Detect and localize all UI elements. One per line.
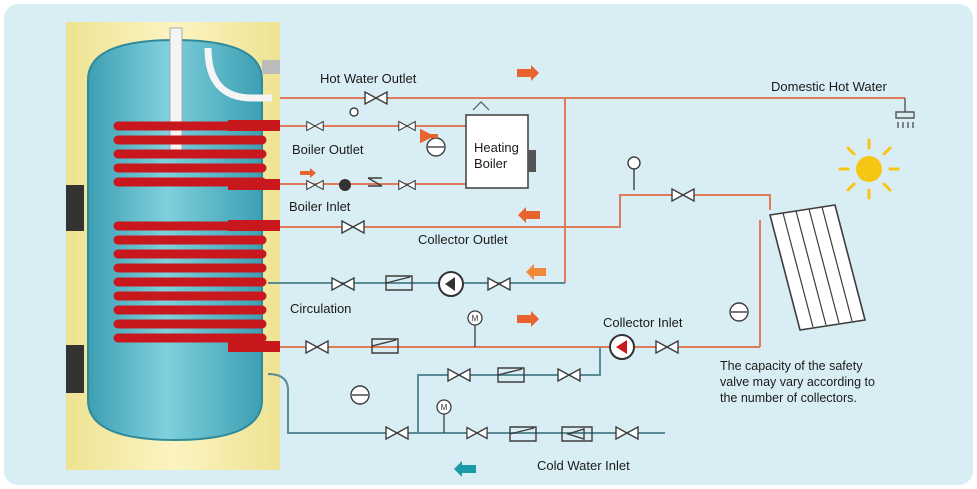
gauge-symbol-1: M [472,314,479,323]
flow-arrows [300,65,546,477]
pumps [339,179,635,360]
label-domestic-hot-water: Domestic Hot Water [771,79,887,94]
lower-solar-coil [113,221,267,343]
label-heating-boiler-line2: Boiler [474,156,508,171]
label-boiler-inlet: Boiler Inlet [289,199,351,214]
sun-icon [838,138,900,200]
solar-collector [769,204,866,331]
shower-head [895,98,915,128]
safety-note-line2: valve may vary according to [720,375,875,389]
label-collector-outlet: Collector Outlet [418,232,508,247]
label-circulation: Circulation [290,301,352,316]
coil-connectors [228,120,280,352]
gauge-symbol-2: M [441,403,448,412]
cold-pipes [267,282,665,434]
safety-components [349,107,749,405]
check-valves [367,177,593,442]
safety-valve-note: The capacity of the safety valve may var… [720,358,930,406]
label-collector-inlet: Collector Inlet [603,315,683,330]
heating-boiler [465,101,536,189]
label-cold-water-inlet: Cold Water Inlet [537,458,630,473]
safety-note-line1: The capacity of the safety [720,359,863,373]
label-hot-water-outlet: Hot Water Outlet [320,71,417,86]
label-boiler-outlet: Boiler Outlet [292,142,364,157]
safety-note-line3: the number of collectors. [720,391,857,405]
storage-tank [66,22,280,470]
pressure-gauges [436,310,483,433]
hot-pipes [280,97,905,348]
label-heating-boiler-line1: Heating [474,140,519,155]
